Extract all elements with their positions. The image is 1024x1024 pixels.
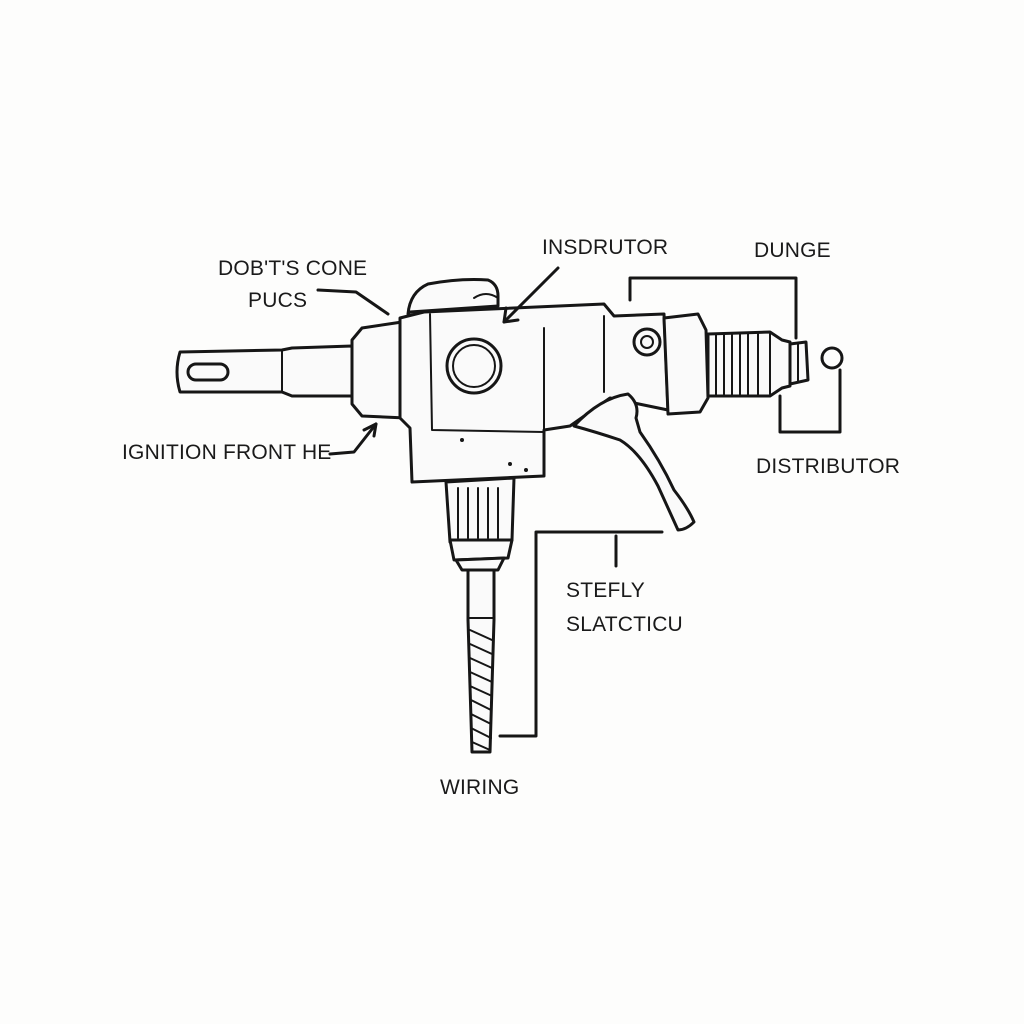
label-ignition-front: IGNITION FRONT HE bbox=[122, 441, 332, 464]
label-dobts-cone: DOB'T'S CONE bbox=[218, 257, 368, 280]
label-slatcticu: SLATCTICU bbox=[566, 613, 683, 636]
label-pucs: PUCS bbox=[248, 289, 308, 312]
label-insdrutor: INSDRUTOR bbox=[542, 236, 669, 259]
shaft-collar bbox=[350, 320, 408, 420]
main-housing bbox=[398, 278, 670, 484]
label-wiring: WIRING bbox=[440, 776, 520, 799]
label-dunge: DUNGE bbox=[754, 239, 831, 262]
label-distributor: DISTRIBUTOR bbox=[756, 455, 901, 478]
lever-handle bbox=[572, 392, 696, 532]
leader-lines bbox=[316, 266, 842, 738]
right-nozzle bbox=[662, 312, 844, 416]
base-collar bbox=[444, 476, 516, 572]
label-stefly: STEFLY bbox=[566, 579, 645, 602]
drive-shaft bbox=[466, 568, 496, 754]
left-shaft bbox=[175, 344, 354, 398]
